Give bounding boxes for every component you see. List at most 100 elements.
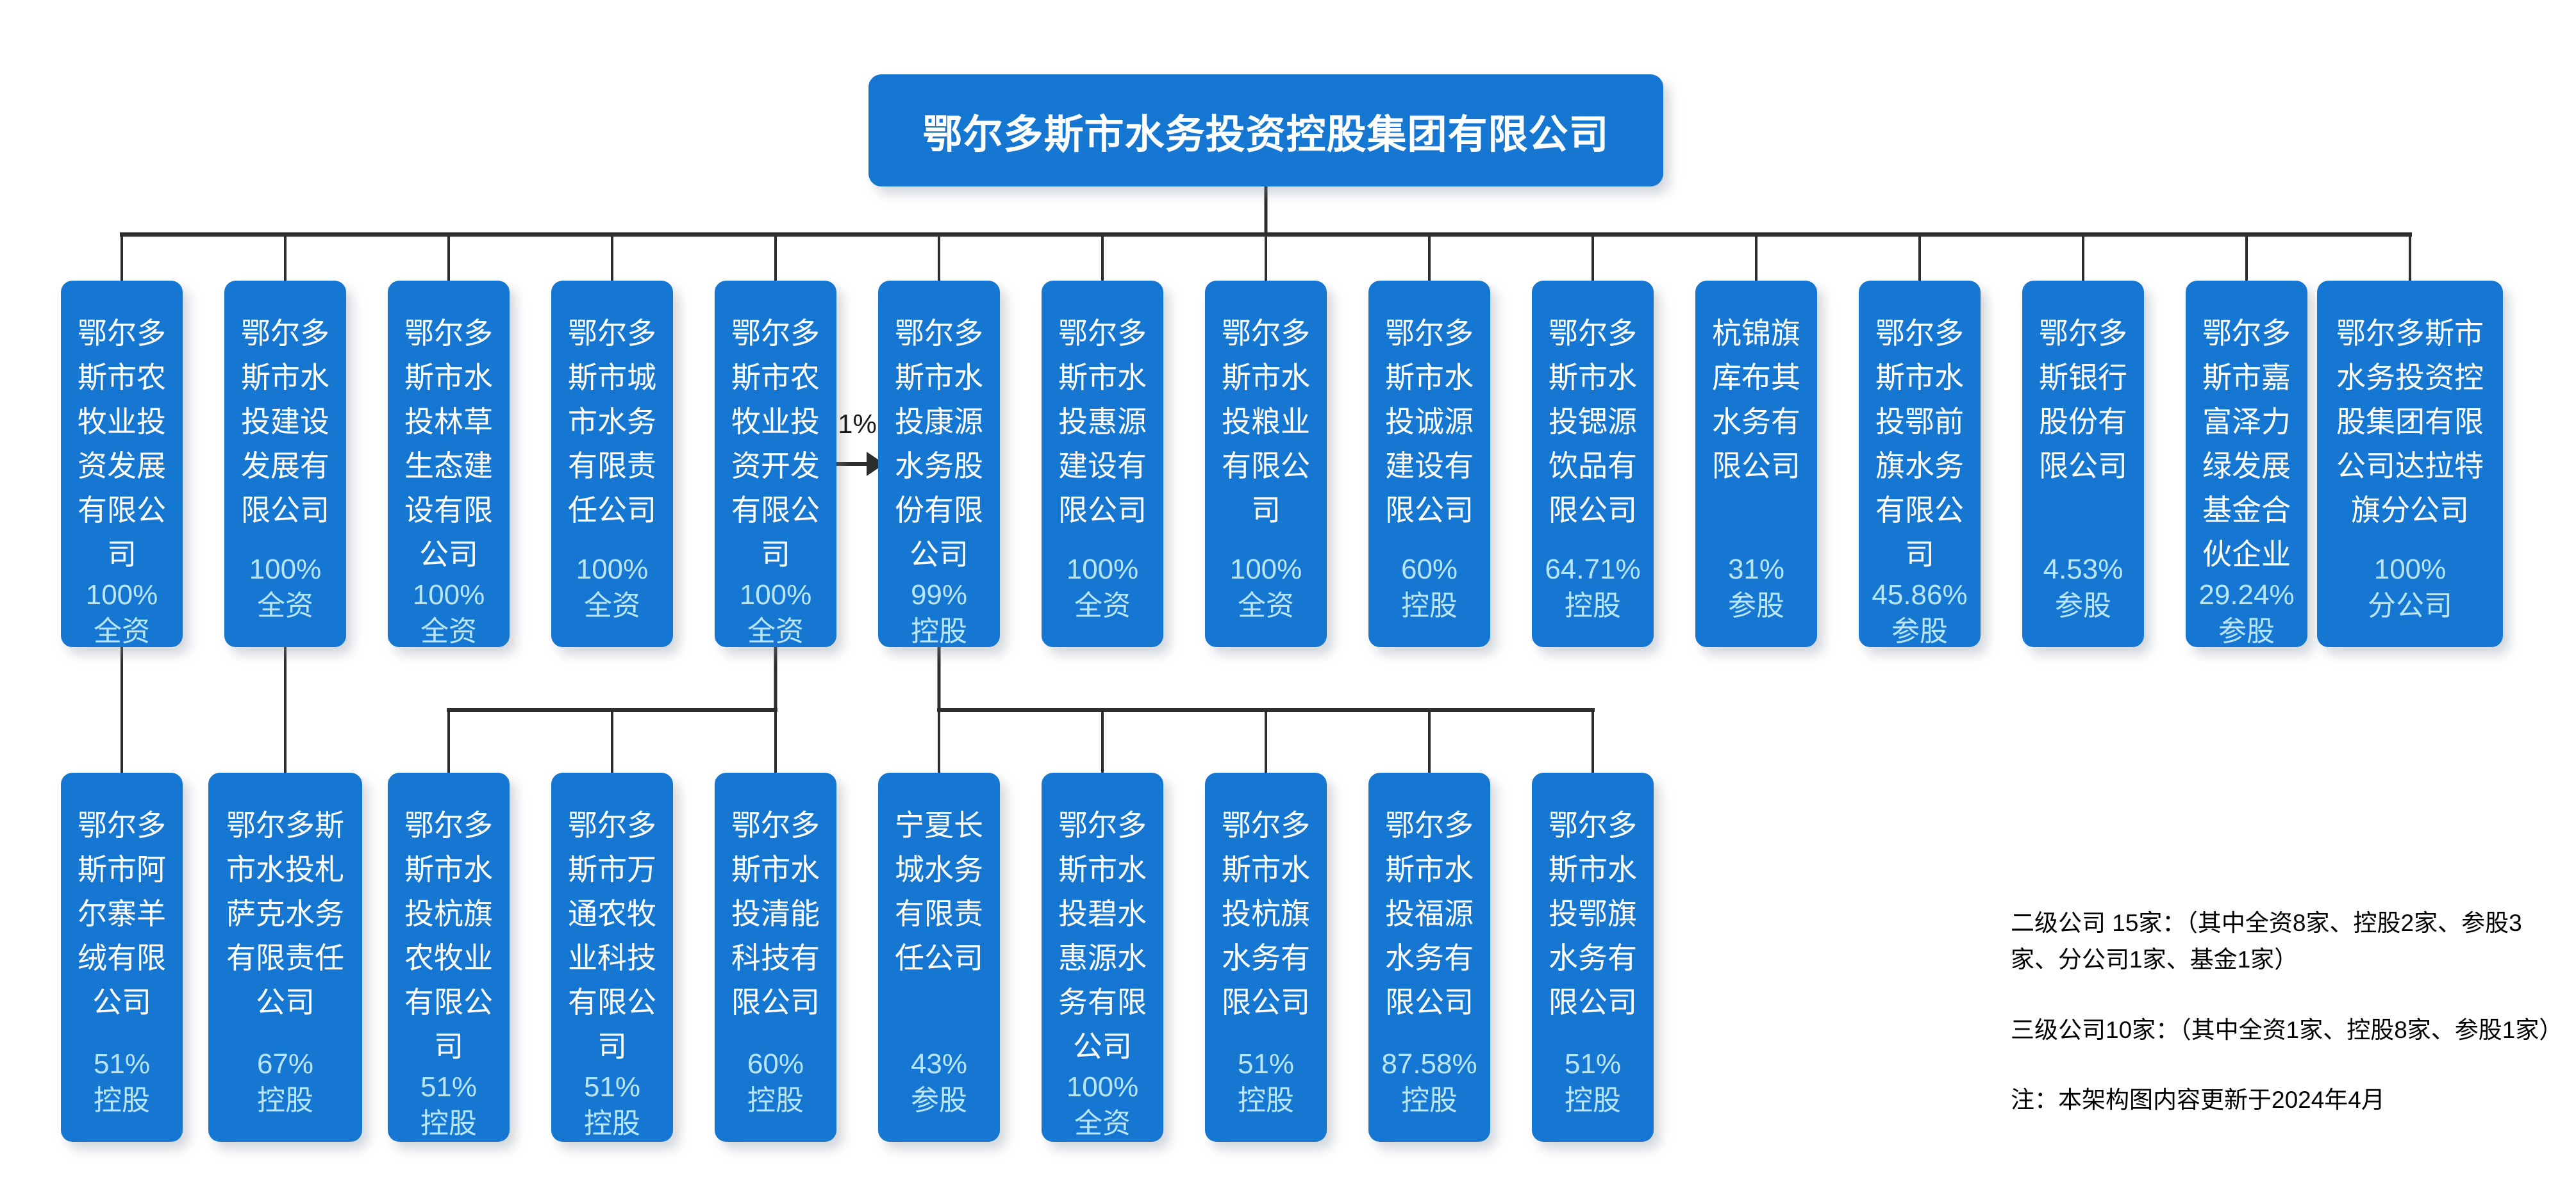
ownership-info: 100% 分公司 [2323, 551, 2497, 624]
cross-holding-percent-label: 1% [838, 409, 877, 439]
ownership-percent: 100% [2373, 553, 2447, 585]
company-name: 鄂尔多斯市水投鄂前旗水务有限公司 [1875, 317, 1964, 571]
ownership-info: 100% 全资 [1048, 551, 1157, 624]
ownership-type: 全资 [94, 616, 150, 648]
ownership-type: 控股 [1565, 1084, 1621, 1116]
ownership-type: 参股 [2218, 616, 2275, 648]
company-name: 鄂尔多斯市水投建设发展有限公司 [241, 317, 329, 527]
notes-block: 二级公司 15家：（其中全资8家、控股2家、参股3家、分公司1家、基金1家） 三… [2011, 905, 2563, 1118]
company-name: 鄂尔多斯市水投锶源饮品有限公司 [1549, 317, 1637, 527]
ownership-info: 60% 控股 [721, 1046, 830, 1119]
ownership-percent: 51% [93, 1048, 151, 1080]
ownership-percent: 45.86% [1872, 579, 1968, 611]
level2-box-14: 鄂尔多斯市嘉富泽力绿发展基金合伙企业 29.24% 参股 [2186, 281, 2307, 647]
level2-box-5: 鄂尔多斯市农牧业投资开发有限公司 100% 全资 [715, 281, 836, 647]
ownership-percent: 100% [576, 553, 649, 585]
company-name: 鄂尔多斯市水投福源水务有限公司 [1385, 809, 1474, 1019]
ownership-info: 31% 参股 [1702, 551, 1811, 624]
level2-box-2: 鄂尔多斯市水投建设发展有限公司 100%全资 [224, 281, 346, 647]
company-name: 鄂尔多斯市水投康源水务股份有限公司 [895, 317, 983, 571]
ownership-type: 控股 [420, 1108, 477, 1140]
company-name: 鄂尔多斯市农牧业投资开发有限公司 [731, 317, 820, 571]
ownership-info: 51%控股 [1211, 1046, 1320, 1119]
company-name: 杭锦旗库布其水务有限公司 [1712, 317, 1800, 482]
ownership-type: 全资 [747, 616, 804, 648]
ownership-percent: 51% [1564, 1048, 1622, 1080]
ownership-percent: 64.71% [1545, 553, 1641, 585]
ownership-info: 4.53% 参股 [2029, 551, 2138, 624]
company-name: 宁夏长城水务有限责任公司 [895, 809, 983, 975]
ownership-type: 参股 [1728, 589, 1784, 622]
ownership-info: 100% 全资 [1211, 551, 1320, 624]
ownership-percent: 100% [1066, 1071, 1139, 1103]
ownership-type: 全资 [420, 616, 477, 648]
level2-box-9: 鄂尔多斯市水投诚源建设有限公司 60%控股 [1368, 281, 1490, 647]
ownership-info: 100%全资 [231, 551, 340, 624]
ownership-percent: 67% [256, 1048, 314, 1080]
company-name: 鄂尔多斯市水投诚源建设有限公司 [1385, 317, 1474, 527]
ownership-percent: 31% [1727, 553, 1785, 585]
ownership-info: 51% 控股 [67, 1046, 176, 1119]
one-percent-arrowhead [867, 452, 885, 476]
ownership-type: 分公司 [2368, 589, 2452, 622]
level2-box-15: 鄂尔多斯市水务投资控股集团有限公司达拉特旗分公司 100% 分公司 [2317, 281, 2503, 647]
ownership-info: 100% 全资 [67, 577, 176, 650]
ownership-type: 全资 [1238, 589, 1294, 622]
ownership-type: 全资 [1074, 1108, 1131, 1140]
ownership-type: 参股 [1891, 616, 1948, 648]
company-name: 鄂尔多斯市水投清能科技有限公司 [731, 809, 820, 1019]
ownership-info: 51% 控股 [1538, 1046, 1647, 1119]
ownership-percent: 4.53% [2043, 553, 2123, 585]
ownership-type: 参股 [2055, 589, 2111, 622]
ownership-type: 全资 [1074, 589, 1131, 622]
ownership-info: 87.58%控股 [1375, 1046, 1484, 1119]
ownership-info: 45.86% 参股 [1865, 577, 1974, 650]
ownership-percent: 51% [583, 1071, 641, 1103]
company-name: 鄂尔多斯市农牧业投资发展有限公司 [78, 317, 166, 571]
ownership-percent: 100% [249, 553, 322, 585]
company-name: 鄂尔多斯市水投碧水惠源水务有限公司 [1058, 809, 1147, 1063]
ownership-percent: 100% [412, 579, 485, 611]
ownership-info: 100% 全资 [721, 577, 830, 650]
ownership-type: 控股 [747, 1084, 804, 1116]
ownership-percent: 100% [85, 579, 158, 611]
ownership-percent: 29.24% [2198, 579, 2295, 611]
company-name: 鄂尔多斯市水投杭旗农牧业有限公司 [404, 809, 493, 1063]
level2-box-12: 鄂尔多斯市水投鄂前旗水务有限公司 45.86% 参股 [1859, 281, 1981, 647]
ownership-percent: 43% [910, 1048, 968, 1080]
ownership-info: 100%全资 [558, 551, 667, 624]
ownership-percent: 60% [747, 1048, 804, 1080]
ownership-percent: 100% [1229, 553, 1302, 585]
company-name: 鄂尔多斯市万通农牧业科技有限公司 [568, 809, 656, 1063]
company-name: 鄂尔多斯市城市水务有限责任公司 [568, 317, 656, 527]
org-box-root: 鄂尔多斯市水务投资控股集团有限公司 [868, 74, 1663, 186]
company-name: 鄂尔多斯市水投鄂旗水务有限公司 [1549, 809, 1637, 1019]
ownership-info: 60%控股 [1375, 551, 1484, 624]
level3-box-5: 鄂尔多斯市水投清能科技有限公司 60% 控股 [715, 773, 836, 1142]
level2-box-8: 鄂尔多斯市水投粮业有限公司 100% 全资 [1205, 281, 1327, 647]
level2-box-4: 鄂尔多斯市城市水务有限责任公司 100%全资 [551, 281, 673, 647]
company-name: 鄂尔多斯市水投林草生态建设有限公司 [404, 317, 493, 571]
note-level2-summary: 二级公司 15家：（其中全资8家、控股2家、参股3家、分公司1家、基金1家） [2011, 910, 2522, 973]
ownership-type: 控股 [94, 1084, 150, 1116]
company-name: 鄂尔多斯市水投粮业有限公司 [1222, 317, 1310, 527]
ownership-percent: 87.58% [1381, 1048, 1477, 1080]
level3-box-7: 鄂尔多斯市水投碧水惠源水务有限公司 100% 全资 [1042, 773, 1163, 1142]
ownership-type: 控股 [1401, 589, 1458, 622]
company-name: 鄂尔多斯市水投札萨克水务有限责任公司 [226, 809, 344, 1019]
ownership-info: 29.24% 参股 [2192, 577, 2301, 650]
company-name: 鄂尔多斯银行股份有限公司 [2039, 317, 2127, 482]
ownership-type: 控股 [584, 1108, 640, 1140]
company-name: 鄂尔多斯市水务投资控股集团有限公司达拉特旗分公司 [2336, 317, 2484, 527]
ownership-percent: 100% [1066, 553, 1139, 585]
ownership-info: 51% 控股 [558, 1069, 667, 1142]
ownership-percent: 100% [739, 579, 812, 611]
company-name: 鄂尔多斯市嘉富泽力绿发展基金合伙企业 [2202, 317, 2291, 571]
level2-box-11: 杭锦旗库布其水务有限公司 31% 参股 [1695, 281, 1817, 647]
ownership-info: 51%控股 [394, 1069, 503, 1142]
